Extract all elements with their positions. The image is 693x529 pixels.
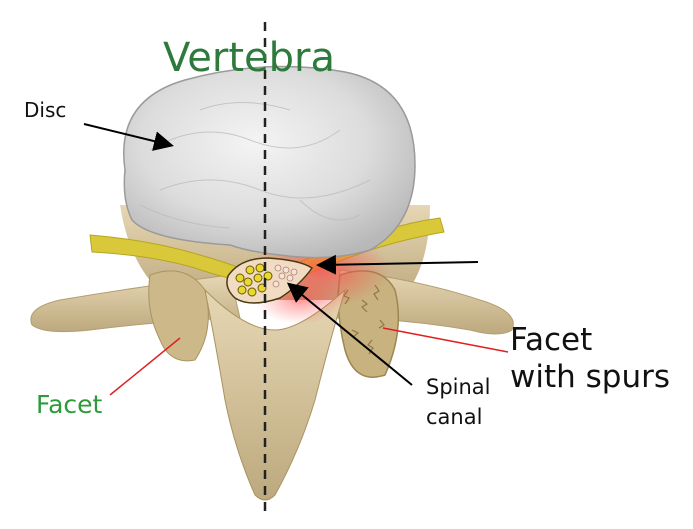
compression-pointer-arrow (316, 254, 479, 275)
disc (123, 65, 416, 259)
spinal-canal-line2: canal (426, 405, 483, 430)
spinous-process (204, 288, 346, 501)
spinal-canal-label: Spinal canal (426, 372, 491, 433)
canal-pointer-arrow (286, 282, 413, 386)
facet-with-spurs-label: Facet with spurs (510, 322, 670, 396)
facet-label: Facet (36, 390, 103, 419)
spur-pointer-line (382, 327, 509, 353)
disc-label: Disc (24, 98, 67, 122)
spinal-canal-line1: Spinal (426, 375, 491, 399)
facet-pointer-line (109, 337, 181, 396)
facet-with-spurs-line2: with spurs (510, 359, 670, 396)
compressed-fibers (272, 264, 298, 288)
facet-with-spurs-line1: Facet (510, 322, 593, 358)
disc-pointer-arrow (83, 123, 174, 151)
diagram-title: Vertebra (163, 35, 335, 81)
left-facet (148, 270, 209, 362)
disc-texture (139, 102, 371, 229)
